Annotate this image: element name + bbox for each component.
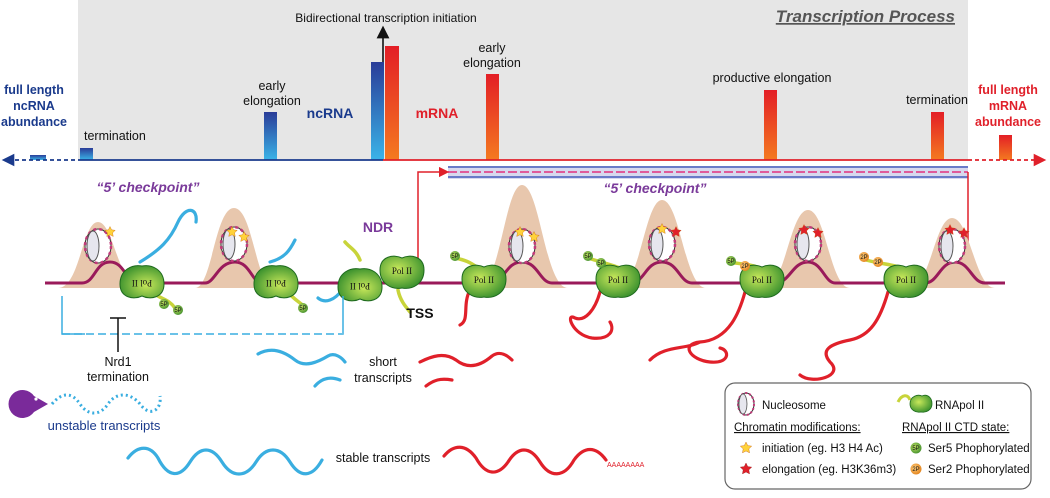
legend-initiation: initiation (eg. H3 H4 Ac): [762, 443, 883, 455]
svg-text:Pol II: Pol II: [392, 266, 412, 276]
svg-text:full length: full length: [978, 83, 1038, 97]
ndr-label: NDR: [363, 219, 393, 235]
legend-ser2: Ser2 Phophorylated: [928, 464, 1030, 476]
bar-m-termination: [931, 112, 944, 160]
exonuclease-icon: [8, 390, 48, 418]
legend-elongation-star-icon: [739, 462, 753, 475]
svg-text:Pol II: Pol II: [608, 275, 628, 285]
svg-text:2P: 2P: [741, 264, 748, 270]
tss-label: TSS: [406, 305, 433, 321]
pol-ii: Pol II: [379, 255, 425, 289]
svg-text:mRNA: mRNA: [989, 99, 1027, 113]
short-label-2: transcripts: [354, 371, 412, 385]
rnapol-ii-complexes: Pol II Pol II Pol II Pol II Pol II Pol I…: [119, 255, 929, 302]
svg-text:Pol II: Pol II: [350, 281, 370, 291]
svg-text:5P: 5P: [912, 446, 919, 452]
legend-nucleosome: Nucleosome: [762, 400, 826, 412]
svg-text:5P: 5P: [597, 261, 604, 267]
svg-text:Pol II: Pol II: [266, 278, 286, 288]
short-label-1: short: [369, 355, 397, 369]
left-checkpoint-label: “5’ checkpoint”: [97, 179, 200, 195]
pol-ii: Pol II: [337, 268, 383, 302]
svg-text:ncRNA: ncRNA: [13, 99, 55, 113]
m-early-label-2: elongation: [463, 56, 521, 70]
m-productive-label: productive elongation: [713, 71, 832, 85]
m-termination-label: termination: [906, 93, 968, 107]
pol-ii: Pol II: [461, 264, 507, 298]
legend-ser5-icon: 5P: [910, 442, 922, 454]
pol-ii: Pol II: [595, 264, 641, 298]
process-panel: [78, 0, 968, 160]
mrna-label: mRNA: [416, 105, 459, 121]
svg-text:Pol II: Pol II: [474, 275, 494, 285]
nc-early-label-2: elongation: [243, 94, 301, 108]
bar-m-productive: [764, 90, 777, 160]
bar-m-early: [486, 74, 499, 160]
svg-text:2P: 2P: [874, 260, 881, 266]
legend-elongation: elongation (eg. H3K36m3): [762, 464, 896, 476]
mrna-track: [448, 166, 968, 179]
svg-text:Pol II: Pol II: [896, 275, 916, 285]
nrd1-inhibit: [110, 317, 126, 352]
bar-nc-termination: [80, 148, 93, 160]
legend-ctd-title: RNApol II CTD state:: [902, 422, 1009, 434]
svg-text:5P: 5P: [584, 254, 591, 260]
svg-text:2P: 2P: [912, 467, 919, 473]
svg-text:full length: full length: [4, 83, 64, 97]
stable-label: stable transcripts: [336, 451, 430, 465]
svg-text:5P: 5P: [451, 254, 458, 260]
bar-m-initiation: [385, 46, 399, 160]
nc-early-label-1: early: [258, 79, 286, 93]
short-transcripts-blue: [256, 348, 347, 388]
pol-ii: Pol II: [883, 264, 929, 298]
legend-nucleosome-icon: [737, 392, 755, 416]
svg-text:Pol II: Pol II: [752, 275, 772, 285]
legend-rnapol: RNApol II: [935, 400, 984, 412]
svg-text:5P: 5P: [160, 302, 167, 308]
svg-text:abundance: abundance: [1, 115, 67, 129]
polya-tail: AAAAAAAA: [607, 462, 645, 469]
bar-m-fulllength: [999, 135, 1012, 160]
legend-chromatin-title: Chromatin modifications:: [734, 422, 861, 434]
mrna-bracket: [417, 166, 450, 268]
bidirectional-label: Bidirectional transcription initiation: [295, 11, 476, 25]
unstable-label: unstable transcripts: [48, 418, 161, 433]
ncrna-full-length-label: full length ncRNA abundance: [1, 83, 67, 129]
panel-title: Transcription Process: [776, 7, 955, 26]
stable-transcript-red: [442, 445, 608, 476]
short-transcripts-red: [418, 351, 514, 388]
right-checkpoint-label: “5’ checkpoint”: [604, 180, 707, 196]
legend-ser2-icon: 2P: [910, 463, 922, 475]
nascent-mrna: [458, 288, 890, 381]
stable-transcript-blue: [126, 446, 324, 476]
svg-text:5P: 5P: [174, 308, 181, 314]
ncrna-label: ncRNA: [307, 105, 354, 121]
svg-text:abundance: abundance: [975, 115, 1041, 129]
mrna-full-length-label: full length mRNA abundance: [975, 83, 1041, 129]
nrd1-label-2: termination: [87, 370, 149, 384]
nrd1-label-1: Nrd1: [104, 355, 131, 369]
svg-text:Pol II: Pol II: [132, 278, 152, 288]
bar-nc-fulllength: [30, 155, 46, 160]
pol-ii: Pol II: [119, 265, 165, 299]
legend-rnapol-icon: [896, 394, 933, 413]
histone-marks: [104, 223, 970, 242]
nc-termination-label: termination: [84, 129, 146, 143]
unstable-rna: [50, 393, 162, 415]
pol-ii: Pol II: [253, 265, 299, 299]
svg-text:5P: 5P: [299, 306, 306, 312]
m-early-label-1: early: [478, 41, 506, 55]
legend-ser5: Ser5 Phophorylated: [928, 443, 1030, 455]
legend: Nucleosome RNApol II Chromatin modificat…: [724, 382, 1032, 490]
legend-initiation-star-icon: [739, 441, 753, 454]
bar-nc-initiation: [371, 62, 384, 160]
pol-ii: Pol II: [739, 264, 785, 298]
bar-nc-early: [264, 112, 277, 160]
svg-text:5P: 5P: [727, 259, 734, 265]
svg-text:2P: 2P: [860, 255, 867, 261]
ctd-phospho-marks: 5P 5P 5P 5P 5P 5P 5P 2P 2P 2P: [159, 251, 883, 315]
abundance-bars: [30, 46, 1012, 160]
